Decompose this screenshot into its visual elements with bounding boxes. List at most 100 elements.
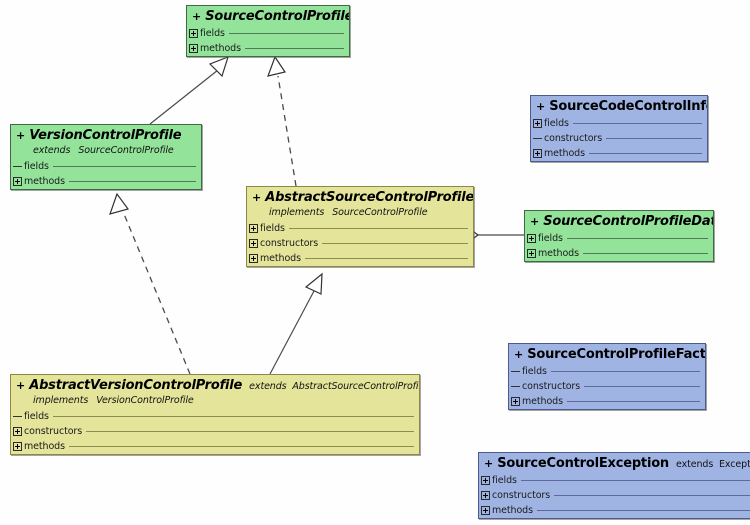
- section-rule: [566, 401, 700, 402]
- class-title-row: + AbstractVersionControlProfile extends …: [11, 375, 419, 395]
- class-title-row: + SourceCodeControlInfo: [531, 96, 707, 116]
- section-rule: [304, 258, 468, 259]
- extends-keyword: extends: [33, 145, 71, 156]
- expand-plus-icon[interactable]: [511, 397, 520, 406]
- section-constructors[interactable]: constructors: [11, 424, 419, 439]
- section-rule: [322, 243, 468, 244]
- section-fields[interactable]: fields: [11, 159, 201, 174]
- implements-target: VersionControlProfile: [96, 395, 194, 406]
- section-label: fields: [24, 411, 49, 422]
- section-methods[interactable]: methods: [11, 174, 201, 189]
- section-rule: [582, 253, 708, 254]
- section-methods[interactable]: methods: [531, 146, 707, 161]
- expand-plus-icon[interactable]: [481, 506, 490, 515]
- visibility-marker: +: [192, 10, 202, 23]
- section-label: constructors: [544, 133, 603, 144]
- section-constructors[interactable]: constructors: [509, 379, 705, 394]
- extends-target: Exception: [719, 459, 750, 470]
- section-constructors[interactable]: constructors: [531, 131, 707, 146]
- section-label: fields: [492, 475, 517, 486]
- section-fields[interactable]: fields: [525, 231, 713, 246]
- section-label: methods: [200, 43, 241, 54]
- edge-abstract-version-control-profile-extends-abstract-source-control-profile[interactable]: [269, 272, 323, 375]
- section-methods[interactable]: methods: [525, 246, 713, 261]
- section-label: fields: [260, 223, 285, 234]
- expand-plus-icon[interactable]: [189, 44, 198, 53]
- class-box-source-code-control-info[interactable]: + SourceCodeControlInfo fields construct…: [530, 95, 708, 162]
- visibility-marker: +: [252, 191, 262, 204]
- edge-abstract-source-control-profile-implements-source-control-profile[interactable]: [267, 55, 297, 187]
- expand-plus-icon[interactable]: [533, 149, 542, 158]
- expand-plus-icon[interactable]: [13, 427, 22, 436]
- section-rule: [52, 166, 196, 167]
- section-rule: [68, 446, 414, 447]
- collapsed-dash-icon[interactable]: [13, 412, 22, 421]
- class-box-source-control-profile-data[interactable]: + SourceControlProfileData fields method…: [524, 210, 714, 262]
- expand-plus-icon[interactable]: [249, 254, 258, 263]
- class-name: SourceControlProfileData: [543, 214, 714, 229]
- extends-keyword: extends: [676, 459, 714, 470]
- collapsed-dash-icon[interactable]: [511, 367, 520, 376]
- class-extends-inline: extends AbstractSourceControlProfile: [249, 381, 419, 392]
- section-fields[interactable]: fields: [509, 364, 705, 379]
- expand-plus-icon[interactable]: [13, 177, 22, 186]
- class-title-row: + VersionControlProfile: [11, 125, 201, 145]
- section-methods[interactable]: methods: [187, 41, 349, 56]
- expand-plus-icon[interactable]: [481, 476, 490, 485]
- section-label: fields: [24, 161, 49, 172]
- section-rule: [566, 238, 708, 239]
- class-name: VersionControlProfile: [29, 128, 182, 143]
- expand-plus-icon[interactable]: [527, 249, 536, 258]
- section-methods[interactable]: methods: [509, 394, 705, 409]
- section-fields[interactable]: fields: [11, 409, 419, 424]
- section-label: methods: [538, 248, 579, 259]
- implements-keyword: implements: [33, 395, 89, 406]
- expand-plus-icon[interactable]: [13, 442, 22, 451]
- edge-version-control-profile-extends-source-control-profile[interactable]: [149, 55, 229, 125]
- expand-plus-icon[interactable]: [249, 224, 258, 233]
- section-label: methods: [522, 396, 563, 407]
- expand-plus-icon[interactable]: [533, 119, 542, 128]
- section-rule: [68, 181, 196, 182]
- class-title-row: + SourceControlException extends Excepti…: [479, 453, 750, 473]
- edge-abstract-version-control-profile-implements-version-control-profile[interactable]: [109, 192, 191, 375]
- visibility-marker: +: [536, 100, 546, 113]
- expand-plus-icon[interactable]: [189, 29, 198, 38]
- section-methods[interactable]: methods: [11, 439, 419, 454]
- section-label: fields: [538, 233, 563, 244]
- section-constructors[interactable]: constructors: [479, 488, 750, 503]
- expand-plus-icon[interactable]: [527, 234, 536, 243]
- class-box-source-control-profile-factory[interactable]: + SourceControlProfileFactory fields con…: [508, 343, 706, 410]
- implements-keyword: implements: [269, 207, 325, 218]
- section-label: methods: [24, 176, 65, 187]
- section-label: constructors: [522, 381, 581, 392]
- section-fields[interactable]: fields: [479, 473, 750, 488]
- collapsed-dash-icon[interactable]: [13, 162, 22, 171]
- visibility-marker: +: [16, 379, 26, 392]
- class-box-abstract-version-control-profile[interactable]: + AbstractVersionControlProfile extends …: [10, 374, 420, 455]
- section-rule: [606, 138, 702, 139]
- section-fields[interactable]: fields: [247, 221, 473, 236]
- section-fields[interactable]: fields: [531, 116, 707, 131]
- section-methods[interactable]: methods: [479, 503, 750, 518]
- section-label: constructors: [492, 490, 551, 501]
- collapsed-dash-icon[interactable]: [533, 134, 542, 143]
- class-title-row: + SourceControlProfile: [187, 6, 349, 26]
- section-label: fields: [200, 28, 225, 39]
- class-title-row: + SourceControlProfileData: [525, 211, 713, 231]
- class-box-source-control-exception[interactable]: + SourceControlException extends Excepti…: [478, 452, 750, 519]
- expand-plus-icon[interactable]: [481, 491, 490, 500]
- section-rule: [550, 371, 700, 372]
- expand-plus-icon[interactable]: [249, 239, 258, 248]
- section-constructors[interactable]: constructors: [247, 236, 473, 251]
- collapsed-dash-icon[interactable]: [511, 382, 520, 391]
- class-box-abstract-source-control-profile[interactable]: + AbstractSourceControlProfile implement…: [246, 186, 474, 267]
- section-rule: [228, 33, 344, 34]
- class-name: SourceCodeControlInfo: [549, 99, 708, 114]
- section-methods[interactable]: methods: [247, 251, 473, 266]
- section-fields[interactable]: fields: [187, 26, 349, 41]
- class-box-source-control-profile[interactable]: + SourceControlProfile fields methods: [186, 5, 350, 57]
